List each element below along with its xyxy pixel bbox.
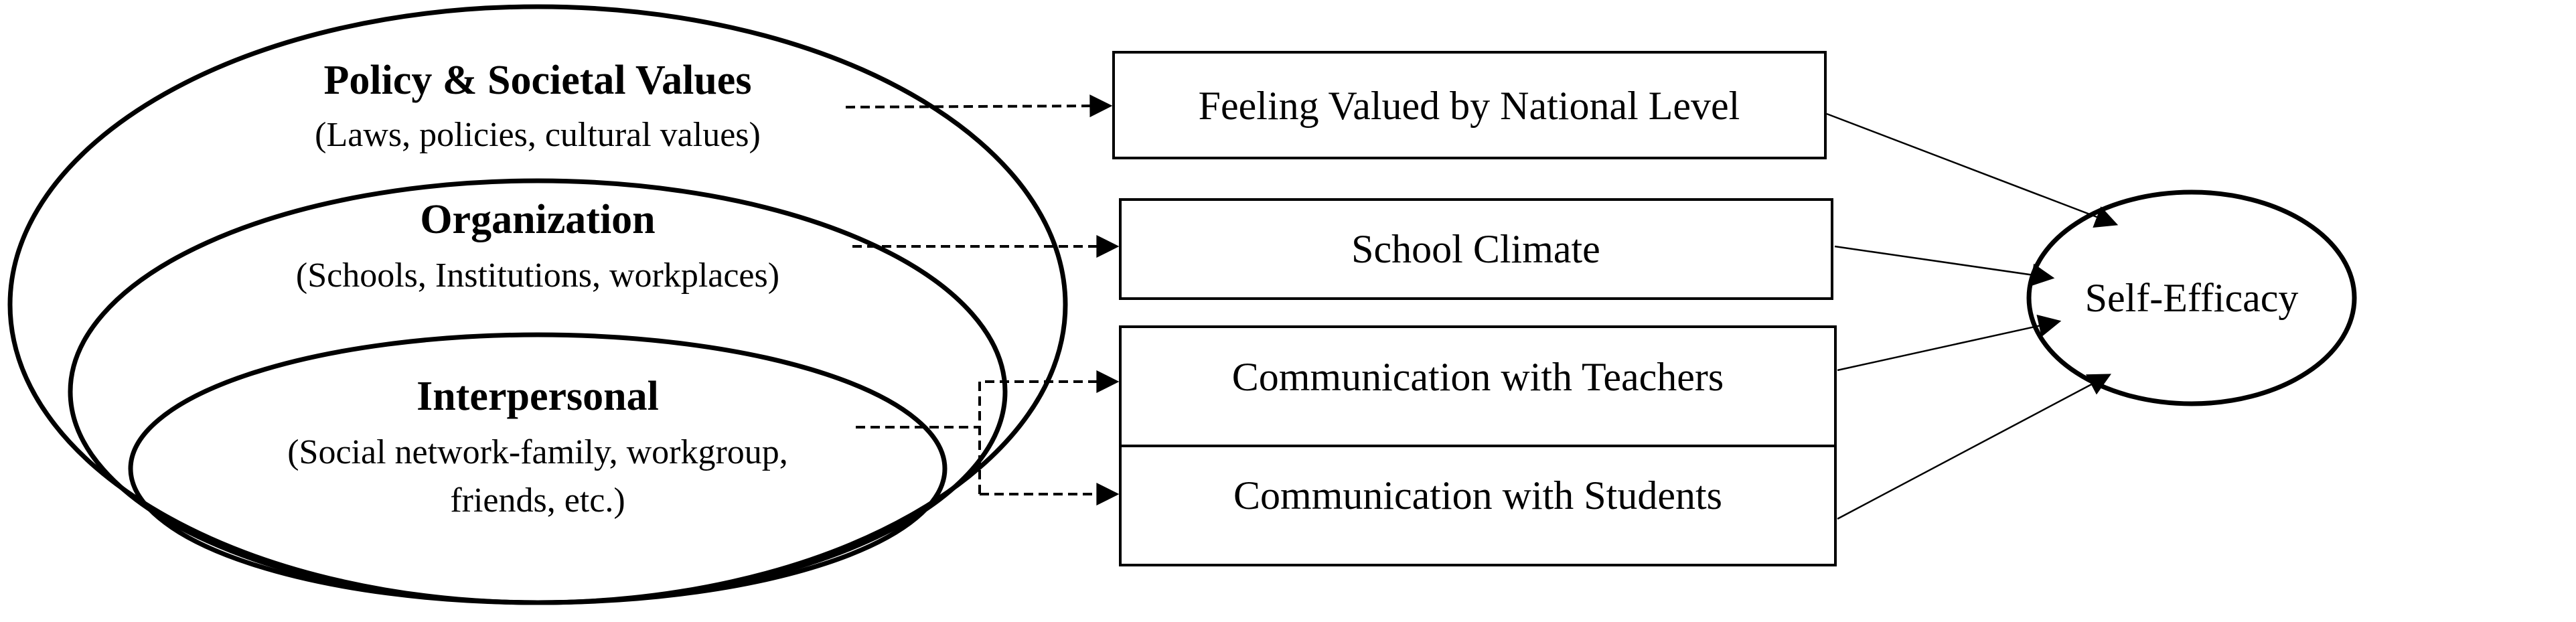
interpersonal-ellipse — [128, 332, 948, 605]
students-to-outcome-arrow — [1837, 374, 2112, 520]
teachers-to-outcome-arrow — [1837, 314, 2062, 372]
organization-subtitle: (Schools, Institutions, workplaces) — [296, 256, 779, 295]
students-label: Communication with Students — [1233, 473, 1722, 518]
interpersonal-subtitle-line1: (Social network-family, workgroup, — [287, 433, 788, 471]
policy-subtitle: (Laws, policies, cultural values) — [315, 116, 761, 154]
interpersonal-to-teachers-arrow — [978, 370, 1120, 494]
teachers-box — [1119, 325, 1837, 447]
outcome-label: Self-Efficacy — [2085, 276, 2299, 320]
climate-box — [1119, 198, 1833, 300]
outcome-ellipse — [2026, 189, 2357, 406]
climate-to-outcome-arrow — [1834, 245, 2055, 287]
policy-title: Policy & Societal Values — [324, 58, 752, 103]
climate-label: School Climate — [1351, 227, 1600, 271]
interpersonal-title: Interpersonal — [416, 374, 659, 419]
organization-title: Organization — [420, 197, 655, 242]
students-box — [1119, 445, 1837, 566]
national-to-outcome-arrow — [1826, 112, 2119, 228]
interpersonal-subtitle-line2: friends, etc.) — [450, 481, 625, 520]
national-label: Feeling Valued by National Level — [1199, 84, 1740, 128]
teachers-label: Communication with Teachers — [1232, 355, 1724, 399]
national-box — [1112, 51, 1827, 159]
policy-to-national-arrow — [845, 94, 1113, 118]
